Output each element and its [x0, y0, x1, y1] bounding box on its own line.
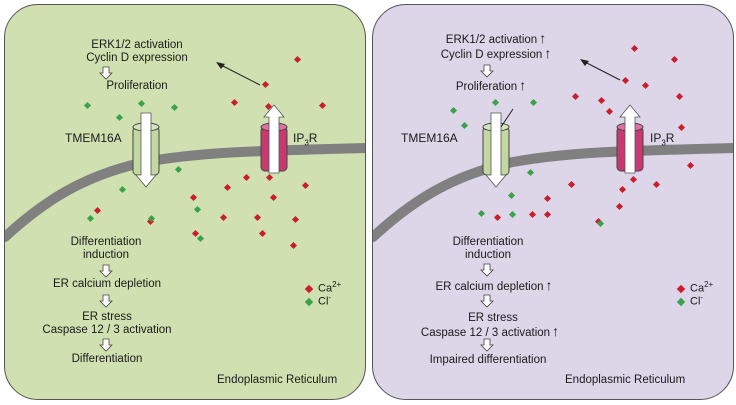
- erk-up-arrow: ↑: [539, 30, 547, 46]
- flow-arrow-3: [99, 294, 113, 308]
- flow-arrow-1: [99, 66, 113, 80]
- legend-calcium: Ca2+: [676, 280, 714, 295]
- er-membrane: [373, 143, 733, 242]
- tmem16a-label: TMEM16A: [65, 131, 122, 145]
- ip3r-label: IP3R: [650, 131, 674, 147]
- proliferation-label: Proliferation: [455, 81, 518, 93]
- proliferation-label: Proliferation: [106, 80, 168, 92]
- cyclin-up-arrow: ↑: [544, 45, 552, 61]
- calcium-signal-arrowhead: [216, 62, 225, 69]
- cyclin-d-label: Cyclin D expression: [86, 52, 188, 64]
- chloride-ions: [449, 98, 605, 228]
- er-stress-text: ER stress Caspase 12 / 3 activation: [19, 311, 195, 337]
- legend-cl-text: Cl: [690, 295, 701, 308]
- ip3r-label-main: IP: [293, 131, 305, 145]
- erk-activation-label: ERK1/2 activation: [445, 34, 538, 46]
- calcium-signal-arrow: [218, 63, 261, 86]
- calcium-legend-icon: [304, 284, 314, 293]
- ip3r-label-sub: 3: [661, 138, 666, 148]
- proliferation-row: Proliferation↑: [436, 77, 546, 94]
- differentiation-induction-text: Differentiation induction: [443, 236, 533, 262]
- control-panel: ERK1/2 activation Cyclin D expression Pr…: [4, 4, 366, 400]
- erk-activation-row: ERK1/2 activation↑: [421, 30, 571, 47]
- flow-arrow-2: [480, 263, 494, 277]
- erk-cyclin-text: ERK1/2 activation Cyclin D expression: [77, 39, 197, 65]
- impaired-differentiation-label: Impaired differentiation: [429, 354, 547, 366]
- legend-cl-sup: -: [328, 293, 332, 302]
- flow-arrow-4: [99, 338, 113, 352]
- tmem16a-channel-inhibited: [482, 108, 514, 188]
- ip3r-receptor: [260, 104, 288, 174]
- erk-activation-label: ERK1/2 activation: [91, 39, 183, 51]
- legend-ca-text: Ca: [690, 282, 705, 295]
- calcium-ions: [493, 44, 695, 226]
- inhibition-mark: [500, 108, 514, 128]
- proliferation-up-arrow: ↑: [519, 77, 527, 93]
- ip3r-receptor: [616, 104, 644, 174]
- er-calcium-depletion-label: ER calcium depletion: [435, 281, 544, 293]
- condition-panel: ERK1/2 activation↑ Cyclin D expression↑ …: [372, 4, 734, 400]
- calcium-ions: [93, 55, 327, 250]
- flow-arrow-3: [480, 294, 494, 308]
- ip3r-label: IP3R: [293, 131, 317, 147]
- differentiation-induction-text: Differentiation induction: [61, 236, 151, 262]
- caspase-up-arrow: ↑: [552, 323, 560, 339]
- legend-ca-sup: 2+: [704, 280, 714, 289]
- chloride-legend-icon: [676, 297, 686, 306]
- depletion-up-arrow: ↑: [545, 277, 553, 293]
- tmem16a-channel: [132, 112, 160, 188]
- differentiation-outcome-label: Differentiation: [71, 353, 143, 365]
- condition-illustration: [373, 44, 733, 352]
- ip3r-label-main: IP: [650, 131, 662, 145]
- legend-chloride: Cl-: [676, 293, 704, 308]
- diff-line1: Differentiation: [452, 236, 524, 248]
- diff-line2: induction: [464, 249, 512, 261]
- chloride-ions: [83, 99, 205, 243]
- ip3r-label-sub: 3: [304, 138, 309, 148]
- flow-arrow-2: [99, 264, 113, 278]
- legend-cl-text: Cl: [318, 295, 329, 308]
- calcium-signal-arrowhead: [580, 59, 589, 66]
- caspase-row: Caspase 12 / 3 activation↑: [385, 323, 595, 340]
- flow-arrow-1: [480, 64, 494, 78]
- cyclin-d-label: Cyclin D expression: [440, 49, 543, 61]
- legend-calcium: Ca2+: [304, 280, 342, 295]
- flow-arrow-4: [480, 338, 494, 352]
- legend-cl-sup: -: [700, 293, 704, 302]
- ip3r-label-end: R: [308, 131, 318, 145]
- er-calcium-depletion-label: ER calcium depletion: [52, 278, 162, 290]
- er-membrane: [5, 143, 365, 242]
- caspase-label: Caspase 12 / 3 activation: [42, 324, 172, 336]
- calcium-signal-arrow: [582, 60, 621, 81]
- er-compartment-label: Endoplasmic Reticulum: [217, 374, 338, 386]
- cyclin-d-row: Cyclin D expression↑: [421, 45, 571, 62]
- er-stress-label: ER stress: [468, 312, 518, 324]
- er-calcium-depletion-row: ER calcium depletion↑: [409, 277, 579, 294]
- legend-chloride: Cl-: [304, 293, 332, 308]
- ip3r-label-end: R: [665, 131, 675, 145]
- calcium-legend-icon: [676, 284, 686, 293]
- control-illustration: [5, 55, 365, 352]
- tmem16a-label: TMEM16A: [401, 131, 458, 145]
- diff-line2: induction: [82, 249, 130, 261]
- caspase-label: Caspase 12 / 3 activation: [420, 327, 551, 339]
- chloride-legend-icon: [304, 297, 314, 306]
- er-stress-label: ER stress: [82, 311, 132, 323]
- diff-line1: Differentiation: [70, 236, 142, 248]
- legend-ca-text: Ca: [318, 282, 333, 295]
- er-compartment-label: Endoplasmic Reticulum: [565, 374, 686, 386]
- legend-ca-sup: 2+: [332, 280, 342, 289]
